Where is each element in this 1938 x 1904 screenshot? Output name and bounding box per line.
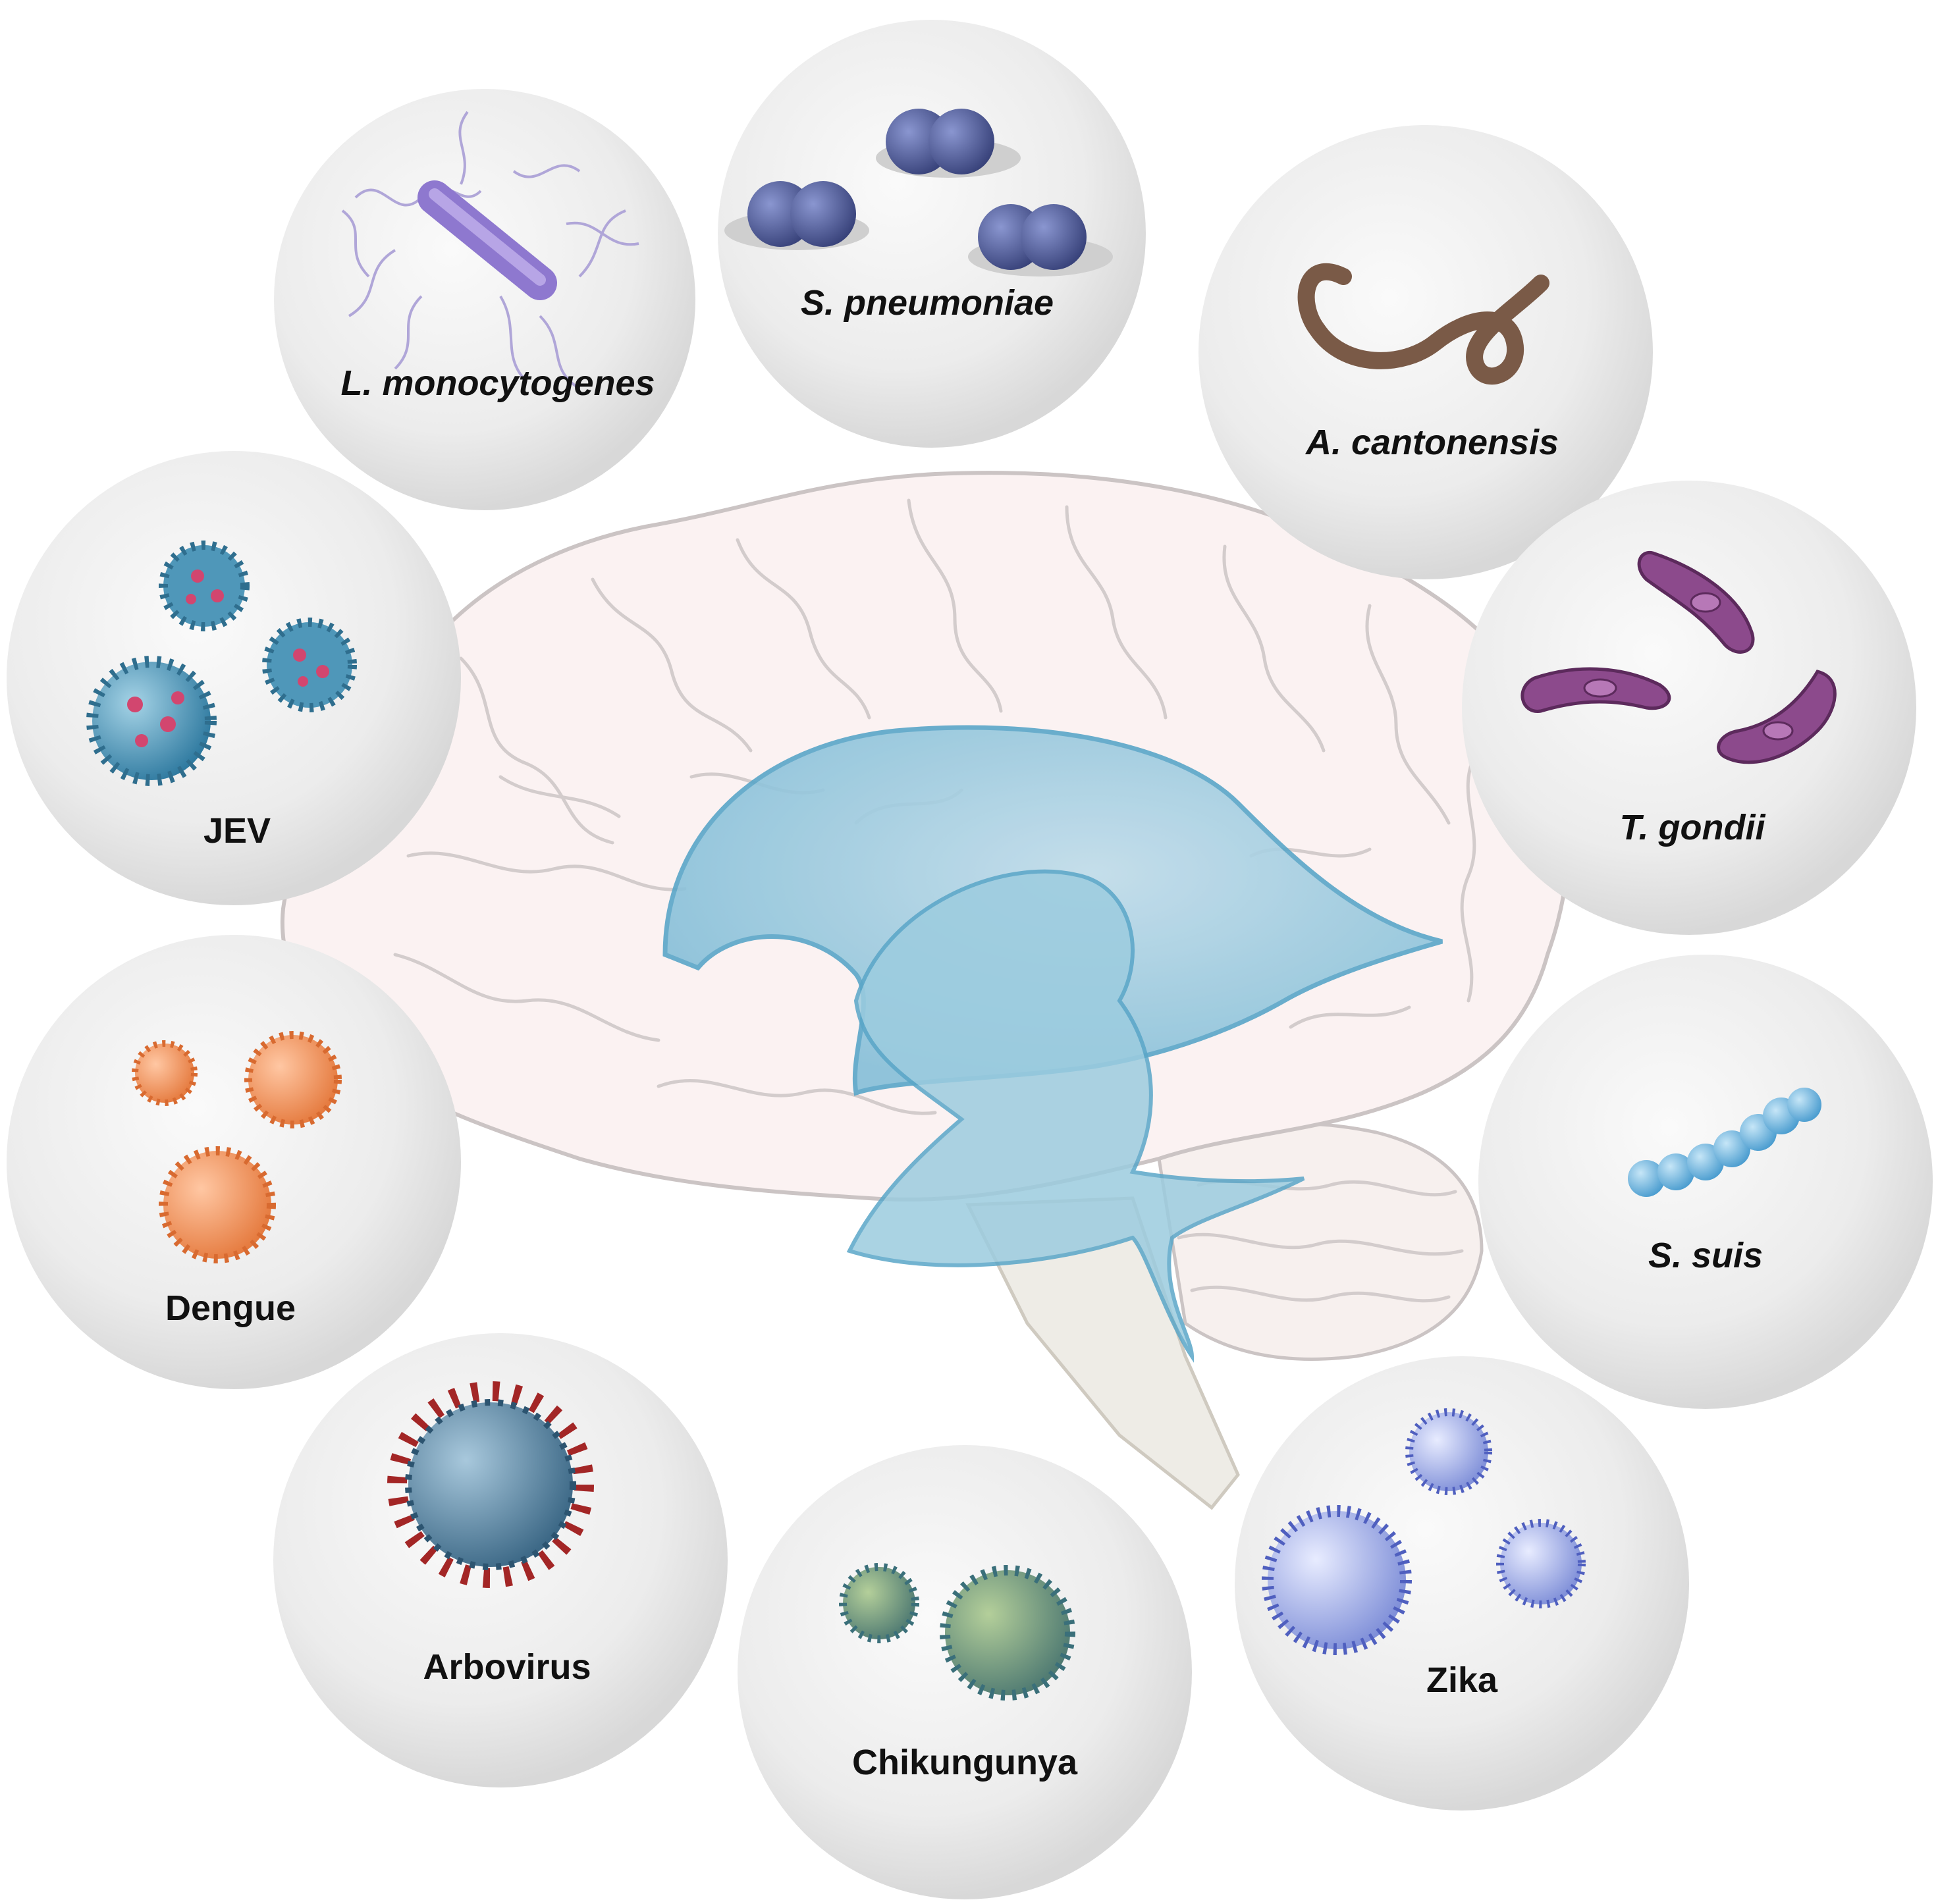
label-arbovirus: Arbovirus [423,1647,591,1687]
streptococcus-chain-icon [1628,1088,1821,1197]
label-l-monocytogenes: L. monocytogenes [340,363,655,403]
label-chikungunya: Chikungunya [852,1743,1078,1782]
virion-icon [86,656,217,786]
pathogen-a-cantonensis: A. cantonensis [1198,125,1653,579]
label-dengue: Dengue [165,1288,296,1328]
diplococcus-icon [968,204,1113,277]
virion-icon [262,618,357,712]
virion-icon [1405,1408,1492,1495]
label-t-gondii: T. gondii [1620,808,1766,847]
virion-icon [159,1146,276,1263]
diplococcus-icon [876,109,1021,178]
pathogen-bubble [274,89,695,510]
label-jev: JEV [203,811,271,851]
pathogen-t-gondii: T. gondii [1462,481,1916,935]
rod-highlight [429,188,546,286]
pathogen-bubble [1235,1356,1689,1811]
ventricles [662,725,1451,1363]
pathogen-bubble [1478,955,1933,1409]
flagella-icon [341,111,639,390]
virion-icon [940,1565,1075,1701]
pathogen-s-suis: S. suis [1478,955,1933,1409]
label-zika: Zika [1426,1660,1498,1700]
pathogen-dengue: Dengue [7,935,461,1389]
pathogen-bubble [718,20,1146,448]
brain-illustration [280,471,1571,1510]
virion-icon [159,541,250,631]
cerebellum [1157,1122,1484,1361]
virion-icon [132,1040,198,1106]
virion-icon [387,1381,594,1588]
pathogen-l-monocytogenes: L. monocytogenes [274,89,695,510]
virion-core [405,1399,576,1570]
diplococcus-icon [724,181,869,250]
gyri-folds [393,498,1484,1303]
pathogen-zika: Zika [1235,1356,1689,1811]
virion-icon [1496,1519,1586,1608]
virion-icon [244,1031,342,1128]
virion-icon [1262,1505,1412,1655]
tachyzoite-icon [1521,667,1671,713]
pathogen-bubble [7,451,461,905]
pathogen-jev: JEV [7,451,461,905]
pathogen-bubble [1462,481,1916,935]
label-a-cantonensis: A. cantonensis [1305,423,1559,462]
virion-icon [839,1563,919,1643]
label-s-suis: S. suis [1648,1236,1763,1275]
nematode-worm-icon [1297,263,1549,385]
pathogen-arbovirus: Arbovirus [273,1333,728,1787]
label-s-pneumoniae: S. pneumoniae [801,283,1054,323]
pathogen-chikungunya: Chikungunya [738,1445,1192,1899]
pathogen-s-pneumoniae: S. pneumoniae [718,20,1146,448]
tachyzoite-icon [1717,670,1837,764]
tachyzoite-icon [1637,550,1755,654]
